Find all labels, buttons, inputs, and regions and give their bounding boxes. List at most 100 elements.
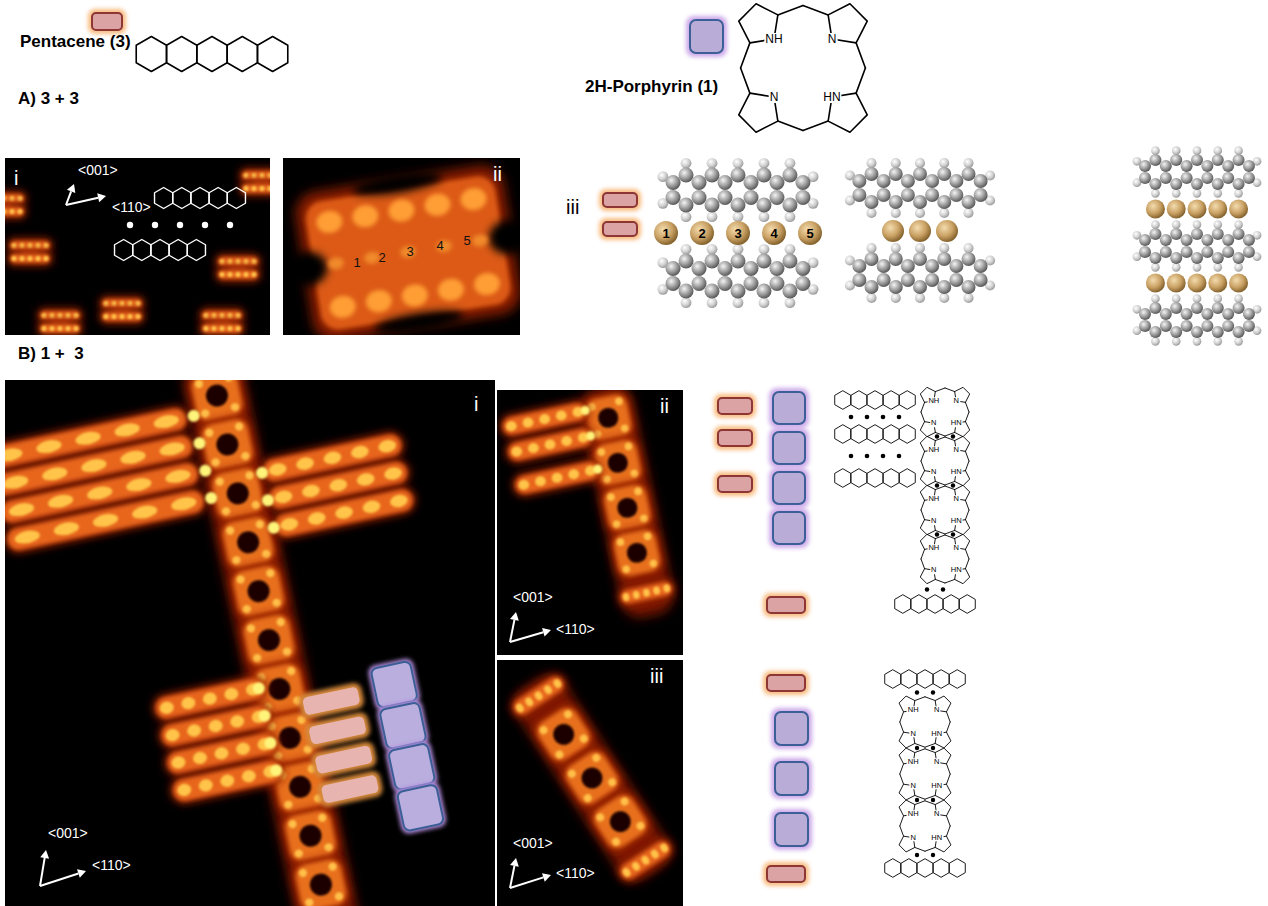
pentacene-icon	[308, 716, 367, 745]
carbon-atom	[1212, 178, 1224, 190]
stm-lobe	[242, 604, 252, 614]
stm-lobe	[111, 314, 116, 319]
hydrogen-atom	[1193, 146, 1202, 155]
meso-bond	[915, 847, 925, 851]
atom-label: N	[910, 730, 917, 738]
hydrogen-atom	[866, 293, 876, 303]
carbon-atom	[1181, 172, 1193, 184]
contact-dot	[941, 587, 945, 591]
carbon-atom	[937, 195, 951, 209]
carbon-atom	[718, 261, 733, 276]
axis-arrow	[510, 632, 543, 642]
carbon-atom	[1233, 302, 1245, 314]
porphyrin-icon	[773, 392, 805, 424]
meso-bond	[900, 712, 904, 722]
carbon-atom	[925, 174, 939, 188]
stm-image	[283, 158, 520, 335]
contact-dot	[152, 222, 158, 228]
stm-bright-spot	[580, 405, 591, 416]
carbon-atom	[1243, 172, 1255, 184]
stm-lobe	[251, 272, 256, 277]
pentacene-icon	[767, 675, 805, 691]
stm-lobe	[243, 259, 248, 264]
stm-lobe	[57, 313, 62, 318]
pentacene-ring	[187, 240, 205, 261]
stm-lobe	[119, 301, 124, 306]
position-number: 5	[463, 234, 470, 247]
meso-bond	[900, 774, 904, 784]
hydrogen-atom	[891, 243, 901, 253]
meso-bond	[900, 722, 904, 732]
site-number: 3	[734, 227, 741, 240]
stm-lobe	[19, 243, 24, 248]
pentacene-ring	[943, 595, 959, 614]
stm-molecule	[102, 312, 142, 321]
hydrogen-atom	[785, 297, 796, 308]
stm-lobe	[235, 313, 240, 318]
stm-lobe	[41, 326, 46, 331]
stm-lobe	[555, 409, 568, 421]
meso-bond	[946, 764, 950, 774]
carbon-atom	[889, 195, 903, 209]
atom-label: NH	[927, 495, 940, 503]
hydrogen-atom	[681, 297, 692, 308]
pentacene-icon	[718, 430, 752, 446]
carbon-atom	[692, 261, 707, 276]
hydrogen-atom	[891, 293, 901, 303]
stm-cavity	[225, 480, 251, 506]
icon-glow	[769, 428, 809, 468]
carbon-atom	[1191, 326, 1203, 338]
stm-lobe	[8, 501, 36, 518]
carbon-atom	[1222, 160, 1234, 172]
stm-lobe	[57, 326, 62, 331]
pentacene-ring	[901, 670, 917, 689]
stm-lobe	[273, 489, 293, 505]
stm-lobe	[43, 243, 48, 248]
pentacene-icon	[603, 193, 637, 207]
stm-lobe	[164, 728, 180, 743]
stm-halo	[5, 204, 27, 219]
stm-lobe	[284, 800, 294, 810]
carbon-atom	[718, 276, 733, 291]
contact-dot	[865, 415, 870, 420]
hydrogen-atom	[759, 158, 770, 169]
atom-label: N	[930, 517, 937, 525]
stm-lobe	[597, 448, 606, 457]
axis-arrow	[510, 866, 514, 888]
carbon-atom	[1170, 154, 1182, 166]
stm-halo	[37, 321, 83, 335]
stm-lobe	[324, 843, 334, 853]
hydrogen-atom	[1172, 189, 1181, 198]
stm-lobe	[649, 848, 660, 859]
stm-lobe	[268, 462, 288, 478]
stm-lobe	[229, 714, 245, 729]
carbon-atom	[937, 167, 951, 181]
carbon-atom	[692, 190, 707, 205]
stm-molecule	[40, 324, 80, 333]
hydrogen-atom	[1172, 263, 1181, 272]
contact-dot	[202, 222, 208, 228]
stm-notch	[351, 168, 443, 200]
stm-molecule	[218, 257, 258, 266]
stm-lobe	[125, 476, 153, 493]
carbon-atom	[1149, 302, 1161, 314]
stm-lobe	[640, 854, 651, 865]
stm-lobe	[47, 493, 75, 510]
carbon-atom	[877, 188, 891, 202]
carbon-atom	[756, 168, 771, 183]
hydrogen-atom	[891, 158, 901, 168]
atom-label: HN	[950, 517, 963, 525]
hydrogen-atom	[1151, 294, 1160, 303]
meso-bond	[925, 847, 935, 851]
carbon-atom	[974, 174, 988, 188]
stm-cavity	[615, 496, 639, 520]
stm-lobe	[659, 842, 670, 853]
stm-halo	[510, 457, 604, 499]
carbon-atom	[1181, 320, 1193, 332]
stm-lobe	[11, 243, 16, 248]
stm-lobe	[334, 505, 354, 521]
meso-bond	[925, 697, 935, 701]
carbon-atom	[901, 174, 915, 188]
atom-label: NH	[907, 811, 920, 819]
contact-dot	[177, 222, 183, 228]
